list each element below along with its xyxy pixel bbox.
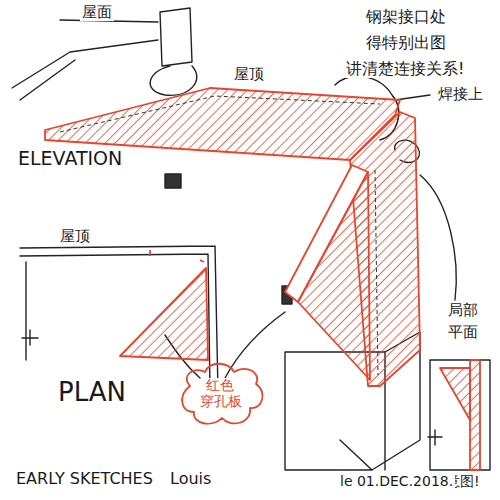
note-text: 焊接上 xyxy=(436,86,485,103)
sketch-title: EARLY SKETCHES xyxy=(14,470,155,488)
note-line: 钢架接口处 xyxy=(364,8,448,26)
part-name: 屋面 xyxy=(80,4,114,21)
note-line: 得特别出图 xyxy=(364,34,448,52)
view-title: 平面 xyxy=(446,324,480,341)
view-title: ELEVATION xyxy=(16,148,124,169)
part-name: 屋顶 xyxy=(232,66,266,83)
author-name: Louis xyxy=(168,470,213,488)
date-note: le 01.DEC.2018. xyxy=(338,474,455,489)
note-line: 讲清楚连接关系! xyxy=(344,60,466,78)
material-callout: 红色 xyxy=(204,378,236,393)
view-title: PLAN xyxy=(56,378,128,407)
part-name: 屋顶 xyxy=(58,228,92,245)
view-title: 局部 xyxy=(446,302,480,319)
material-callout: 穿孔板 xyxy=(198,394,244,409)
